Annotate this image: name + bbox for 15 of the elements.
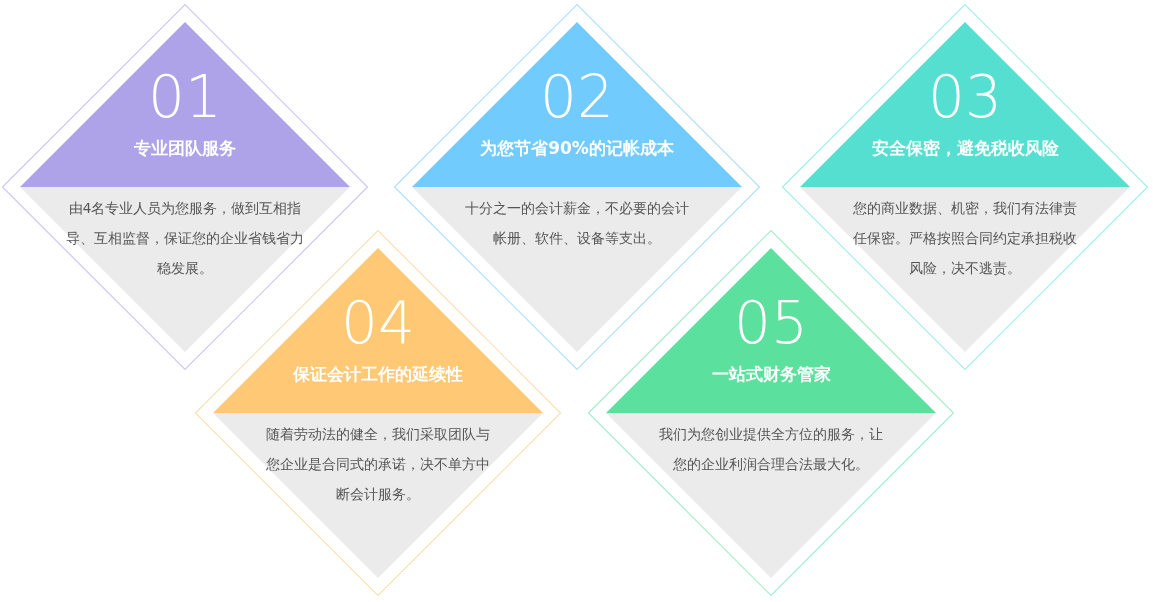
card-title: 安全保密，避免税收风险 (871, 137, 1059, 160)
card-description: 我们为您创业提供全方位的服务，让您的企业利润合理合法最大化。 (658, 425, 884, 474)
card-description: 随着劳动法的健全，我们采取团队与您企业是合同式的承诺，决不单方中断会计服务。 (265, 425, 491, 504)
card-title: 为您节省90%的记帐成本 (480, 137, 674, 160)
step-number: 03 (928, 65, 1002, 129)
card-description: 由4名专业人员为您服务，做到互相指导、互相监督，保证您的企业省钱省力稳发展。 (65, 199, 305, 278)
step-number: 02 (540, 65, 614, 129)
card-description: 您的商业数据、机密，我们有法律责任保密。严格按照合同约定承担税收风险，决不逃责。 (852, 199, 1078, 278)
card-title: 专业团队服务 (134, 137, 236, 160)
step-number: 05 (734, 291, 808, 355)
card-title: 保证会计工作的延续性 (293, 363, 463, 386)
card-description: 十分之一的会计薪金，不必要的会计帐册、软件、设备等支出。 (464, 199, 690, 248)
card-title: 一站式财务管家 (711, 363, 831, 386)
step-number: 04 (341, 291, 415, 355)
step-number: 01 (148, 65, 222, 129)
